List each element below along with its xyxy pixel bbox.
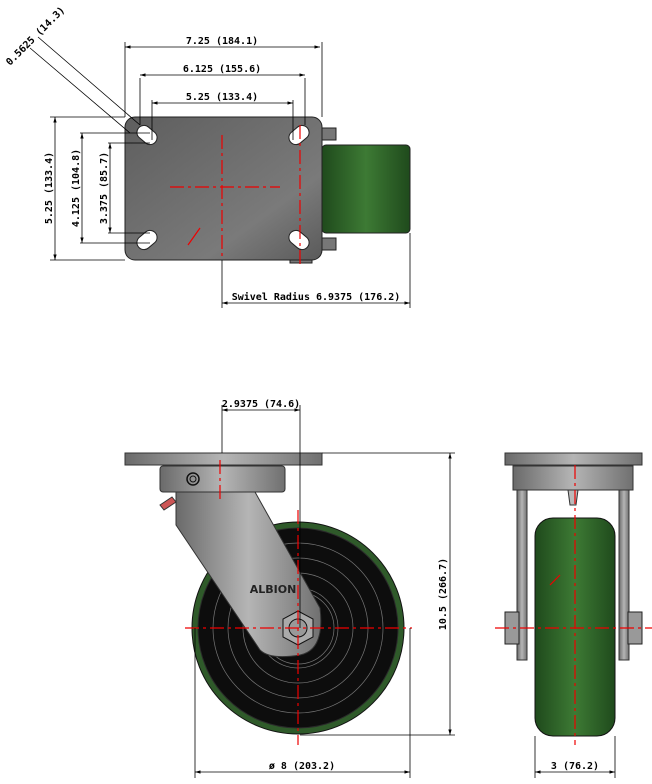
dim-swivel-radius: Swivel Radius 6.9375 (176.2) [232,291,401,303]
dim-bolt-inner-width: 5.25 (133.4) [186,92,258,103]
dim-plate-width: 7.25 (184.1) [186,36,258,47]
wheel-top [321,144,411,234]
top-view: 7.25 (184.1) 6.125 (155.6) 5.25 (133.4) … [4,5,411,308]
swivel-housing [159,465,286,493]
dim-bolt-inner-length: 3.375 (85.7) [99,152,110,224]
dim-offset: 2.9375 (74.6) [222,399,300,410]
side-view: ALBION 2.9375 (74.6) 10.5 (266.7) ø 8 (2… [124,399,455,778]
mounting-plate [124,116,323,261]
dim-plate-length: 5.25 (133.4) [44,152,55,224]
front-view: 3 (76.2) [495,452,652,778]
dim-wheel-width: 3 (76.2) [551,761,599,772]
dim-overall-height: 10.5 (266.7) [438,558,449,630]
dim-hole-diameter: 0.5625 (14.3) [4,5,67,68]
dim-bolt-outer-width: 6.125 (155.6) [183,64,261,75]
brand-label: ALBION [250,583,297,596]
dim-bolt-outer-length: 4.125 (104.8) [71,149,82,227]
dim-wheel-diameter: ø 8 (203.2) [269,761,335,772]
caster-leg [175,491,322,658]
top-plate [124,452,323,466]
